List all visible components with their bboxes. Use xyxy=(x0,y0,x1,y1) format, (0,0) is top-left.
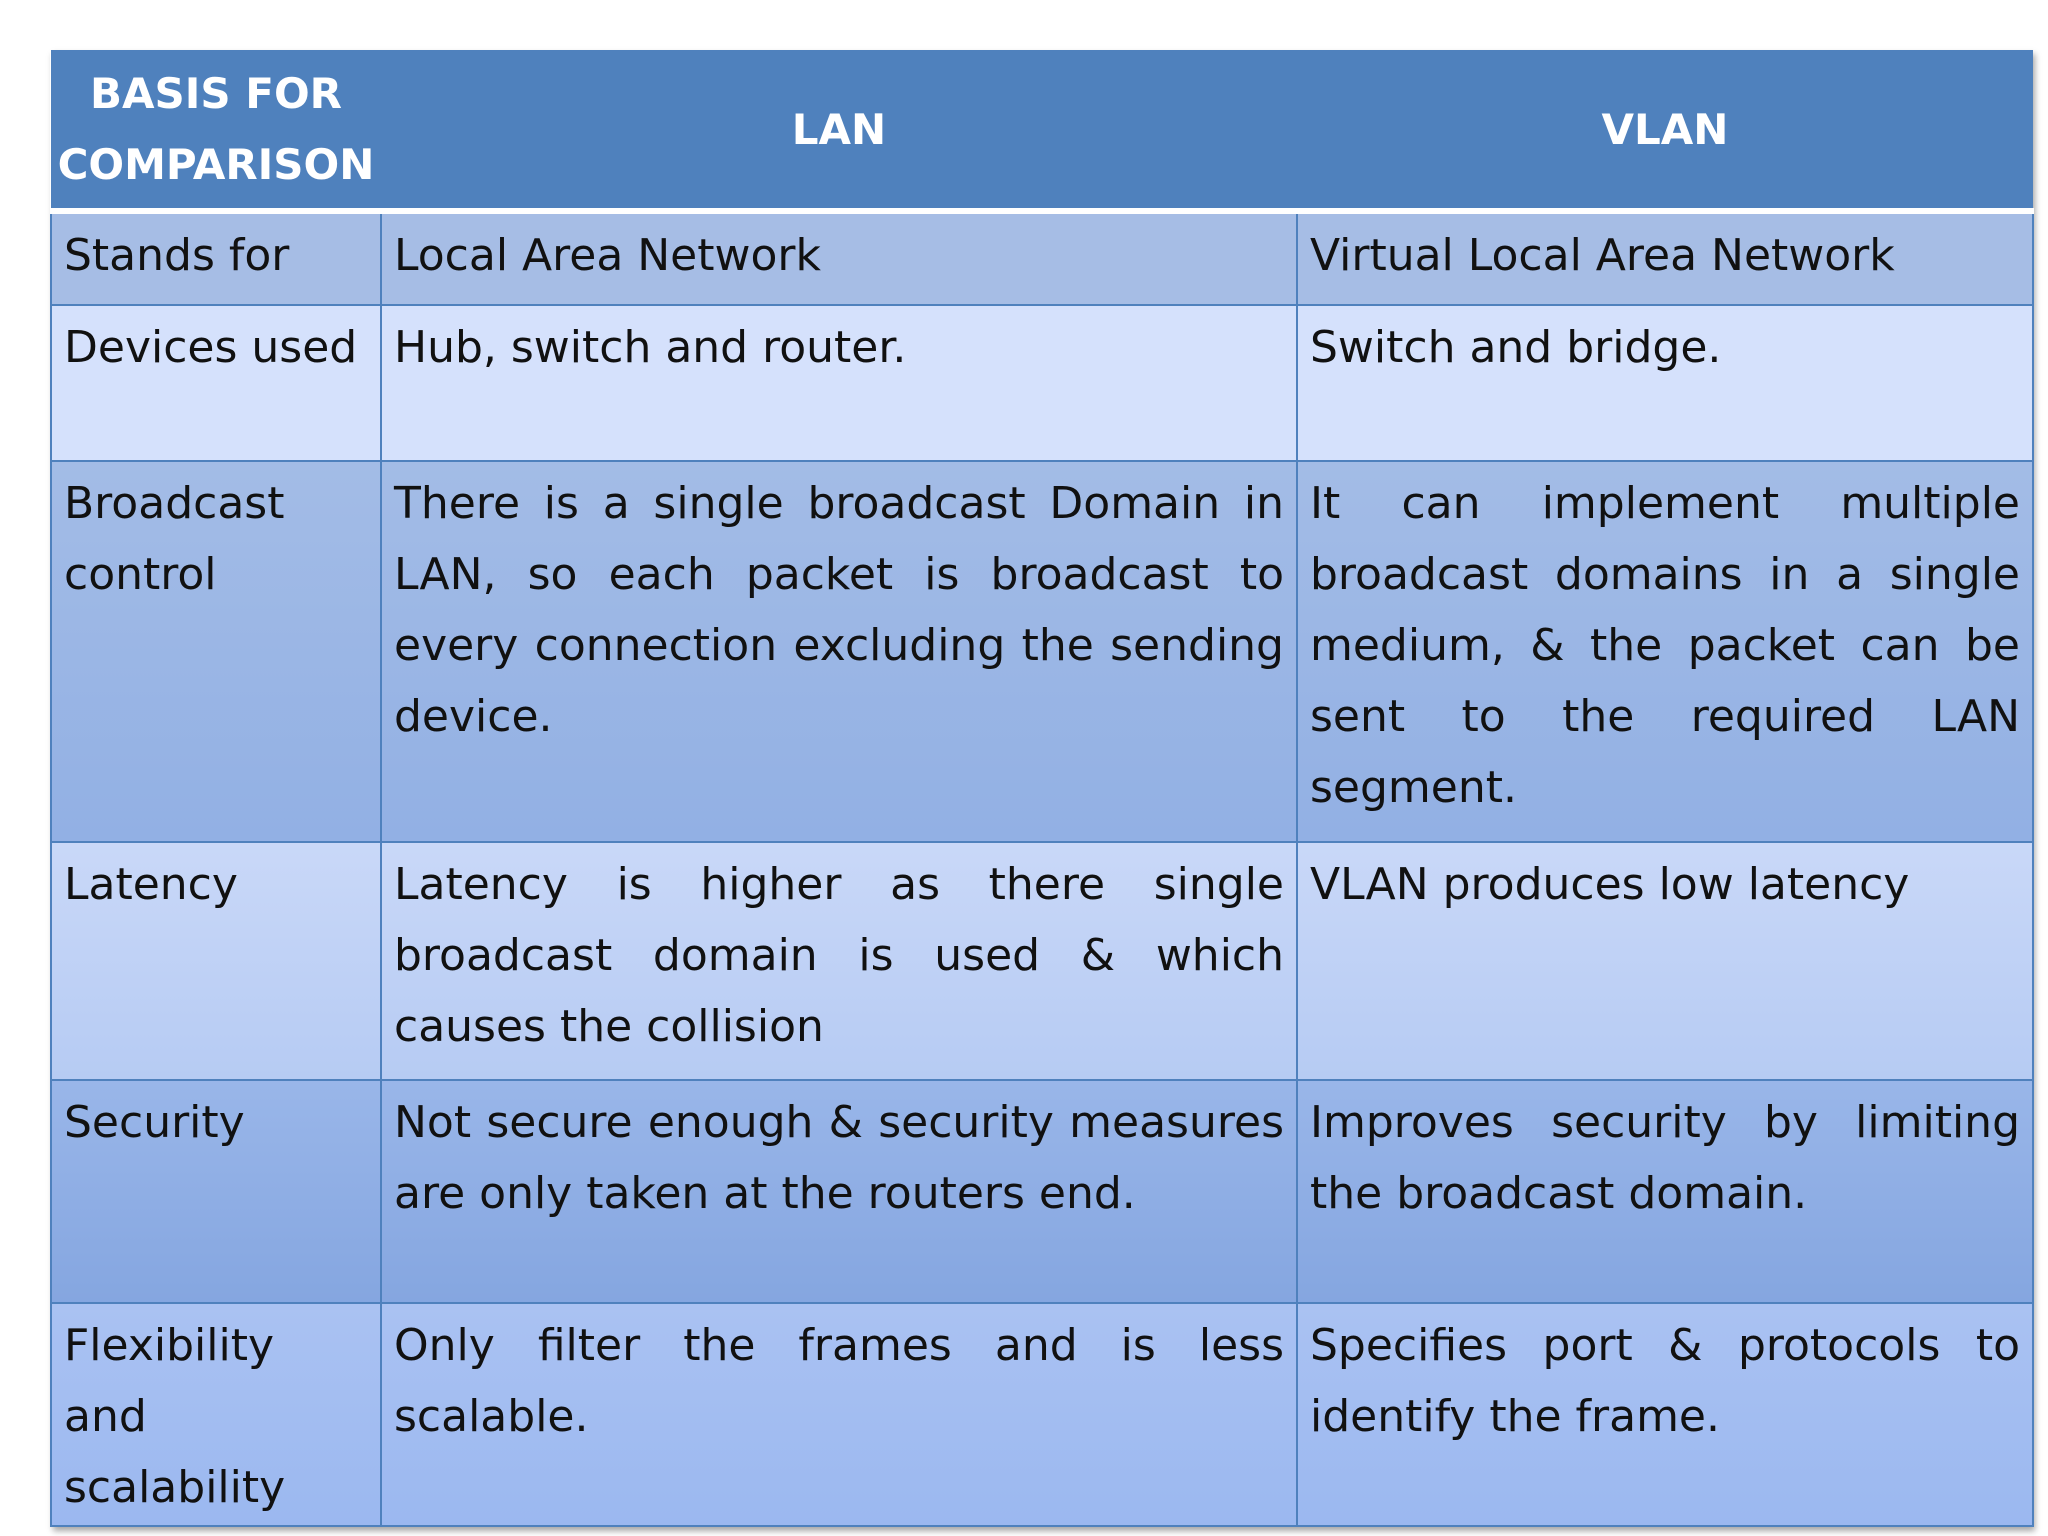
table-row: Devices used Hub, switch and router. Swi… xyxy=(50,305,2034,462)
row-basis-cell: Broadcast control xyxy=(50,460,382,844)
table-row: Security Not secure enough & security me… xyxy=(50,1080,2034,1305)
row-vlan-cell: Virtual Local Area Network xyxy=(1296,211,2034,307)
row-basis-cell: Devices used xyxy=(50,305,382,462)
row-lan-cell: Only filter the frames and is less scala… xyxy=(380,1303,1298,1527)
row-basis-cell: Latency xyxy=(50,842,382,1082)
row-lan-cell: Hub, switch and router. xyxy=(380,305,1298,462)
row-vlan-cell: Specifies port & protocols to identify t… xyxy=(1296,1303,2034,1527)
comparison-table-container: BASIS FOR COMPARISON LAN VLAN Stands for… xyxy=(50,50,2034,1527)
row-basis-cell: Security xyxy=(50,1080,382,1305)
row-vlan-cell: Improves security by limiting the broadc… xyxy=(1296,1080,2034,1305)
row-lan-cell: There is a single broadcast Domain in LA… xyxy=(380,460,1298,844)
header-basis: BASIS FOR COMPARISON xyxy=(51,50,381,214)
row-basis-cell: Flexibility and scalability xyxy=(50,1303,382,1527)
table-row: Flexibility and scalability Only filter … xyxy=(50,1303,2034,1527)
lan-vlan-comparison-table: BASIS FOR COMPARISON LAN VLAN Stands for… xyxy=(50,50,2034,1527)
row-vlan-cell: VLAN produces low latency xyxy=(1296,842,2034,1082)
table-header-row: BASIS FOR COMPARISON LAN VLAN xyxy=(51,50,2033,214)
row-lan-cell: Not secure enough & security measures ar… xyxy=(380,1080,1298,1305)
table-row: Stands for Local Area Network Virtual Lo… xyxy=(50,211,2034,307)
header-vlan: VLAN xyxy=(1297,50,2033,214)
row-lan-cell: Local Area Network xyxy=(380,211,1298,307)
header-lan: LAN xyxy=(381,50,1297,214)
table-row: Broadcast control There is a single broa… xyxy=(50,460,2034,844)
row-vlan-cell: Switch and bridge. xyxy=(1296,305,2034,462)
table-row: Latency Latency is higher as there singl… xyxy=(50,842,2034,1082)
row-basis-cell: Stands for xyxy=(50,211,382,307)
row-lan-cell: Latency is higher as there single broadc… xyxy=(380,842,1298,1082)
row-vlan-cell: It can implement multiple broadcast doma… xyxy=(1296,460,2034,844)
